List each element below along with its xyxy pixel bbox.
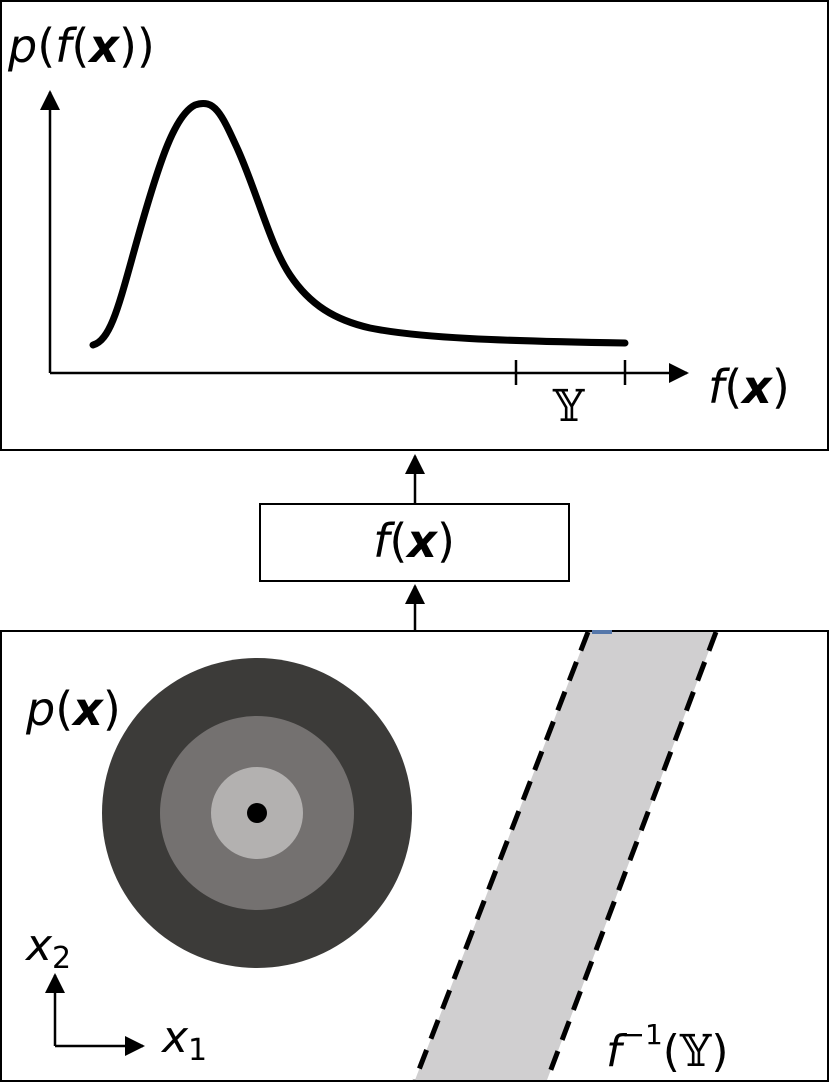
interval-label: 𝕐 <box>552 381 585 432</box>
coord-axis-x2-label: x2 <box>24 920 71 976</box>
coord-axis-x1-label: x1 <box>160 1012 207 1068</box>
y-axis-label: p(f(x)) <box>7 19 155 73</box>
preimage-band-right-edge <box>544 631 719 1081</box>
density-curve <box>89 100 629 349</box>
preimage-band <box>415 632 716 1080</box>
preimage-band-left-edge <box>412 631 591 1081</box>
function-box-label: f(x) <box>373 514 455 568</box>
x-axis-label: f(x) <box>708 360 790 414</box>
function-box <box>259 503 570 582</box>
preimage-label: f−1(𝕐) <box>606 1018 729 1077</box>
density-label: p(x) <box>25 682 121 736</box>
density-center-dot <box>247 803 267 823</box>
